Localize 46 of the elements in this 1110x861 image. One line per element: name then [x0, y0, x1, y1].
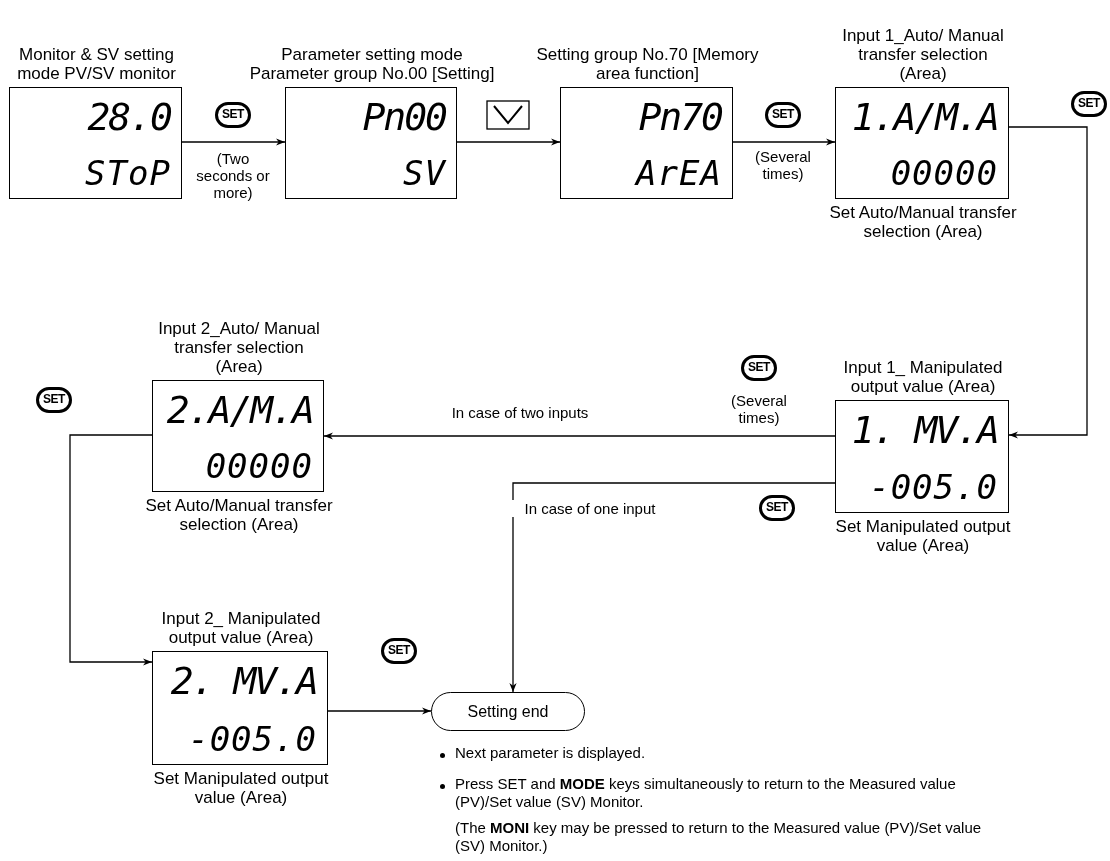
segment-display-text: 1. MV.A [851, 411, 998, 449]
arrow [732, 138, 836, 146]
screen-caption: Set Manipulated output value (Area) [834, 517, 1012, 555]
segment-display-text: Pn00 [362, 98, 446, 136]
set-key-icon: SET [215, 102, 251, 128]
arrow [181, 138, 286, 146]
set-key-icon: SET [381, 638, 417, 664]
screen-title: Input 2_ Manipulated output value (Area) [160, 609, 322, 647]
note-text: (The MONI key may be pressed to return to the Measured value (PV)/Set value (SV) Monitor.) [455, 819, 983, 855]
screen-title: Monitor & SV setting mode PV/SV monitor [16, 45, 177, 83]
screen-title: Parameter setting mode Parameter group No.00 [Setting] [248, 45, 496, 83]
segment-display-text: -005.0 [188, 722, 317, 756]
note-text: Next parameter is displayed. [455, 744, 647, 762]
segment-display-text: Pn70 [638, 98, 722, 136]
terminator-pill [431, 692, 585, 731]
arrow [509, 482, 836, 693]
segment-display-text: 2.A/M.A [166, 391, 313, 429]
key-note: (Several times) [730, 392, 788, 426]
segment-display-text: SV [403, 156, 446, 190]
segment-display-text: SToP [85, 156, 171, 190]
set-key-icon: SET [1071, 91, 1107, 117]
screen-caption: Set Auto/Manual transfer selection (Area) [828, 203, 1018, 241]
segment-display-text: 1.A/M.A [851, 98, 998, 136]
segment-display-text: 2. MV.A [170, 662, 317, 700]
segment-display-text: 00000 [205, 449, 313, 483]
arrow [69, 434, 153, 666]
screen-title: Input 1_Auto/ Manual transfer selection (Area) [841, 26, 1005, 83]
segment-display-text: 28.0 [87, 98, 171, 136]
arrow [456, 138, 561, 146]
set-key-icon: SET [36, 387, 72, 413]
terminator-label: Setting end [467, 702, 549, 721]
segment-display-text: ArEA [636, 156, 722, 190]
screen-title: Input 2_Auto/ Manual transfer selection (Area) [157, 319, 321, 376]
segment-display-text: -005.0 [869, 470, 998, 504]
set-key-icon: SET [741, 355, 777, 381]
segment-display-text: 00000 [890, 156, 998, 190]
screen-title: Setting group No.70 [Memory area function] [535, 45, 760, 83]
set-key-icon: SET [759, 495, 795, 521]
arrow [327, 707, 432, 715]
screen-caption: Set Auto/Manual transfer selection (Area) [144, 496, 334, 534]
screen-caption: Set Manipulated output value (Area) [152, 769, 330, 807]
arrow [323, 432, 836, 440]
set-key-icon: SET [765, 102, 801, 128]
screen-title: Input 1_ Manipulated output value (Area) [842, 358, 1004, 396]
note-text: Press SET and MODE keys simultaneously to return to the Measured value (PV)/Set value (SV) Monitor. [455, 775, 957, 811]
arrow [1008, 126, 1088, 439]
